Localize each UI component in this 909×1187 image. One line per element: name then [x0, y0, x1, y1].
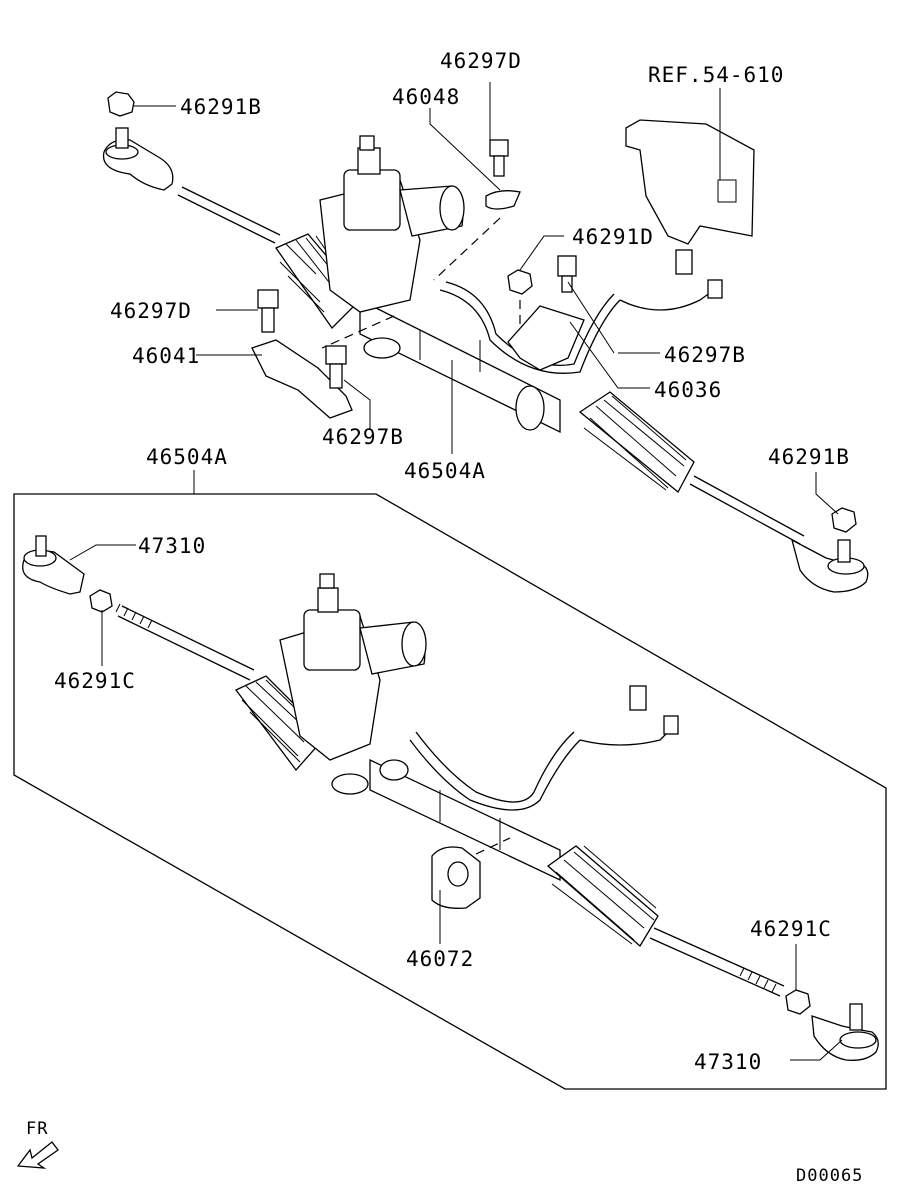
bracket-46041	[251, 339, 353, 419]
label-46504a-left: 46504A	[146, 445, 228, 469]
bolt-46297b-right	[557, 255, 577, 293]
bracket-46048	[485, 190, 521, 210]
label-46036: 46036	[654, 378, 722, 402]
clamp-46036	[507, 305, 585, 371]
alignment-dash-46072	[475, 837, 511, 855]
label-46048: 46048	[392, 85, 460, 109]
diagram-code: D00065	[796, 1166, 863, 1186]
assembly-outline-box	[13, 493, 887, 1090]
label-46297d-left: 46297D	[110, 299, 192, 323]
front-marker-label: FR	[26, 1119, 48, 1139]
label-ref-54-610: REF.54-610	[648, 63, 784, 87]
label-46291c-right: 46291C	[750, 917, 832, 941]
label-47310-left: 47310	[138, 534, 206, 558]
label-46297d-top: 46297D	[440, 49, 522, 73]
upper-steering-rack	[102, 127, 869, 593]
bushing-46072	[431, 846, 481, 909]
label-46291b-top-right: 46291B	[768, 445, 850, 469]
nut-46291b-top-left	[107, 91, 135, 117]
nut-46291d	[507, 269, 533, 295]
label-46504a-center: 46504A	[404, 459, 486, 483]
label-46297b-right: 46297B	[664, 343, 746, 367]
label-46291c-left: 46291C	[54, 669, 136, 693]
bolt-46297d-top	[489, 139, 509, 177]
label-46291b-top-left: 46291B	[180, 95, 262, 119]
lower-steering-rack	[22, 535, 879, 1061]
label-46072: 46072	[406, 947, 474, 971]
alignment-dash-46048	[433, 217, 501, 281]
label-46041: 46041	[132, 344, 200, 368]
bolt-46297d-left	[257, 289, 279, 333]
bolt-46297b-lower	[325, 345, 347, 389]
label-46297b-lower: 46297B	[322, 425, 404, 449]
label-47310-right: 47310	[694, 1050, 762, 1074]
alignment-dash-46041	[321, 315, 395, 349]
leader-lines	[69, 82, 843, 1061]
label-46291d: 46291D	[572, 225, 654, 249]
front-arrow-icon	[16, 1141, 59, 1169]
ref-module-54-610	[625, 119, 755, 245]
